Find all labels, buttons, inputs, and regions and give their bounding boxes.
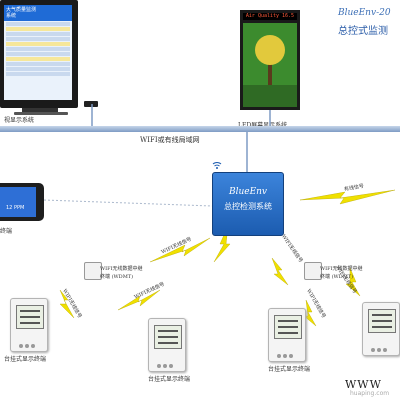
- tv-display-system: 大气质量监测系统: [0, 0, 100, 125]
- monitor-icon: 大气质量监测系统: [0, 0, 78, 108]
- title-cn: 总控式监测: [338, 26, 388, 37]
- router-icon: [304, 262, 322, 280]
- network-label: WIFI或有线局域网: [140, 136, 200, 144]
- diagram-title: BlueEnv-20 总控式监测: [338, 8, 400, 48]
- tv-header: 大气质量监测系统: [4, 5, 72, 21]
- watermark: huaping.com: [350, 390, 390, 397]
- central-controller: BlueEnv 总控检测系统: [212, 172, 284, 236]
- node-left-sub: 终端 (WDMT): [100, 274, 134, 280]
- wifi-icon: [212, 162, 222, 169]
- node-right-label: WIFI无线数据中继: [320, 266, 363, 272]
- router-icon: [84, 262, 102, 280]
- node-right-sub: 终端 (WDMT): [320, 274, 354, 280]
- display-terminal: [268, 308, 306, 362]
- display-terminal: [362, 302, 400, 356]
- tv-screen: 大气质量监测系统: [4, 5, 72, 100]
- node-left-label: WIFI无线数据中继: [100, 266, 143, 272]
- led-screen: [243, 23, 297, 107]
- display-terminal: [10, 298, 48, 352]
- led-display: Air Quality 16.5: [240, 10, 300, 110]
- title-en: BlueEnv-20: [338, 8, 391, 18]
- phone-caption: 终端: [0, 228, 13, 235]
- media-box: [84, 101, 98, 107]
- phone-screen: 12 PPM: [0, 187, 36, 217]
- controller-en: BlueEnv: [228, 187, 268, 197]
- network-backbone: [0, 126, 400, 132]
- footer-logo: WWW: [345, 378, 382, 391]
- controller-cn: 总控检测系统: [224, 202, 272, 211]
- led-caption: LED屏幕显示系统: [238, 120, 287, 129]
- terminal-caption: 台挂式显示终端: [268, 366, 311, 373]
- tv-caption: 视显示系统: [4, 117, 35, 124]
- led-text: Air Quality 16.5: [243, 13, 297, 20]
- mobile-terminal: 12 PPM: [0, 183, 44, 221]
- display-terminal: [148, 318, 186, 372]
- terminal-caption: 台挂式显示终端: [4, 356, 47, 363]
- terminal-caption: 台挂式显示终端: [148, 376, 191, 383]
